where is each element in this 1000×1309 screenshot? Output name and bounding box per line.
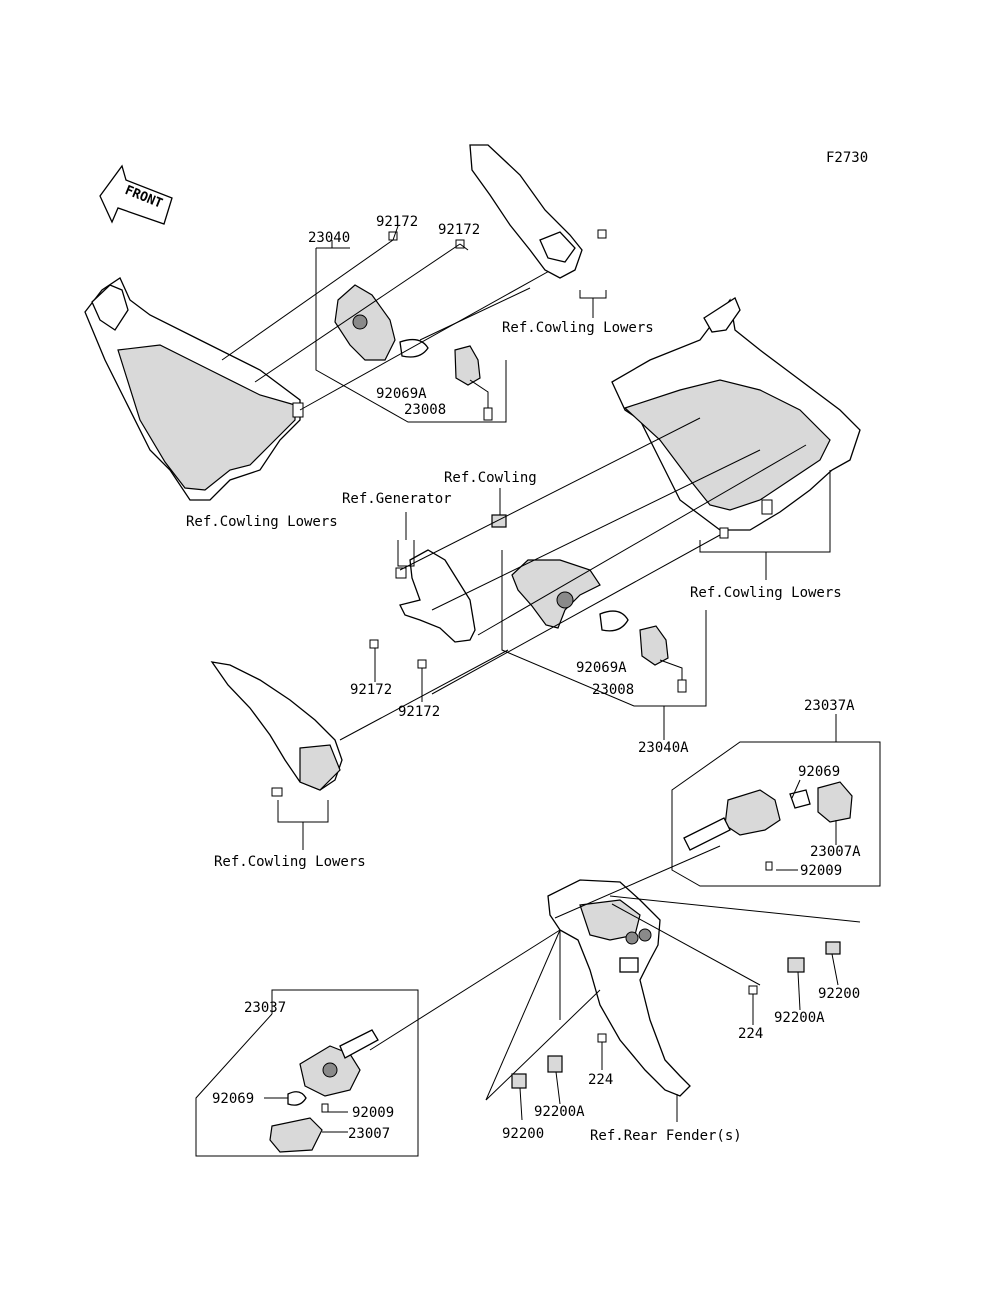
label-ref-cowling-lowers-top: Ref.Cowling Lowers	[502, 320, 654, 336]
label-92200-left: 92200	[502, 1126, 544, 1142]
label-ref-cowling-lowers-right: Ref.Cowling Lowers	[690, 585, 842, 601]
rear-cowling-large	[611, 297, 861, 539]
label-224-right: 224	[738, 1026, 763, 1042]
label-ref-generator: Ref.Generator	[342, 491, 452, 507]
generator-bracket	[395, 549, 476, 643]
label-92200A-right: 92200A	[774, 1010, 825, 1026]
label-92069A-a: 92069A	[376, 386, 427, 402]
label-92200-right: 92200	[818, 986, 860, 1002]
group-box-23040	[315, 248, 507, 423]
turn-signal-23037A	[683, 781, 853, 871]
label-23007A: 23007A	[810, 844, 861, 860]
diagram-code: F2730	[826, 150, 868, 166]
screw-92172-lower-left	[369, 639, 379, 649]
label-92069A-b: 92069A	[576, 660, 627, 676]
label-23037A: 23037A	[804, 698, 855, 714]
label-ref-cowling-lowers-left: Ref.Cowling Lowers	[186, 514, 338, 530]
plate-92200A-right	[787, 957, 805, 973]
label-92172-b: 92172	[438, 222, 480, 238]
label-92200A-left: 92200A	[534, 1104, 585, 1120]
rear-fender-bracket	[547, 879, 691, 1097]
label-92069-b: 92069	[212, 1091, 254, 1107]
turn-signal-housing-23040	[334, 284, 493, 421]
lower-left-cowling-piece	[210, 661, 343, 797]
label-224-mid: 224	[588, 1072, 613, 1088]
plate-92200A-left	[547, 1055, 563, 1073]
nut-224-right	[748, 985, 758, 995]
label-ref-cowling-lowers-bottom: Ref.Cowling Lowers	[214, 854, 366, 870]
label-ref-cowling: Ref.Cowling	[444, 470, 537, 486]
group-box-23037A	[671, 714, 881, 887]
group-box-23040A	[501, 550, 707, 707]
label-23008-b: 23008	[592, 682, 634, 698]
upper-cowling-lowers-piece	[469, 144, 607, 279]
nut-224-mid	[597, 1033, 607, 1043]
label-23008-a: 23008	[404, 402, 446, 418]
front-arrow-icon: FRONT	[99, 164, 173, 225]
label-92172-a: 92172	[376, 214, 418, 230]
label-92009-a: 92009	[800, 863, 842, 879]
plate-92200-right	[825, 941, 841, 955]
plate-92200-left	[511, 1073, 527, 1089]
label-92009-b: 92009	[352, 1105, 394, 1121]
group-box-23037	[195, 989, 419, 1157]
turn-signal-23037	[269, 1029, 379, 1153]
label-23040A: 23040A	[638, 740, 689, 756]
label-92069-a: 92069	[798, 764, 840, 780]
label-23007: 23007	[348, 1126, 390, 1142]
label-ref-rear-fender: Ref.Rear Fender(s)	[590, 1128, 742, 1144]
left-front-cowling-panel	[84, 277, 304, 501]
screw-92172-lower-right	[417, 659, 427, 669]
label-92172-d: 92172	[398, 704, 440, 720]
label-23037: 23037	[244, 1000, 286, 1016]
label-23040: 23040	[308, 230, 350, 246]
label-92172-c: 92172	[350, 682, 392, 698]
